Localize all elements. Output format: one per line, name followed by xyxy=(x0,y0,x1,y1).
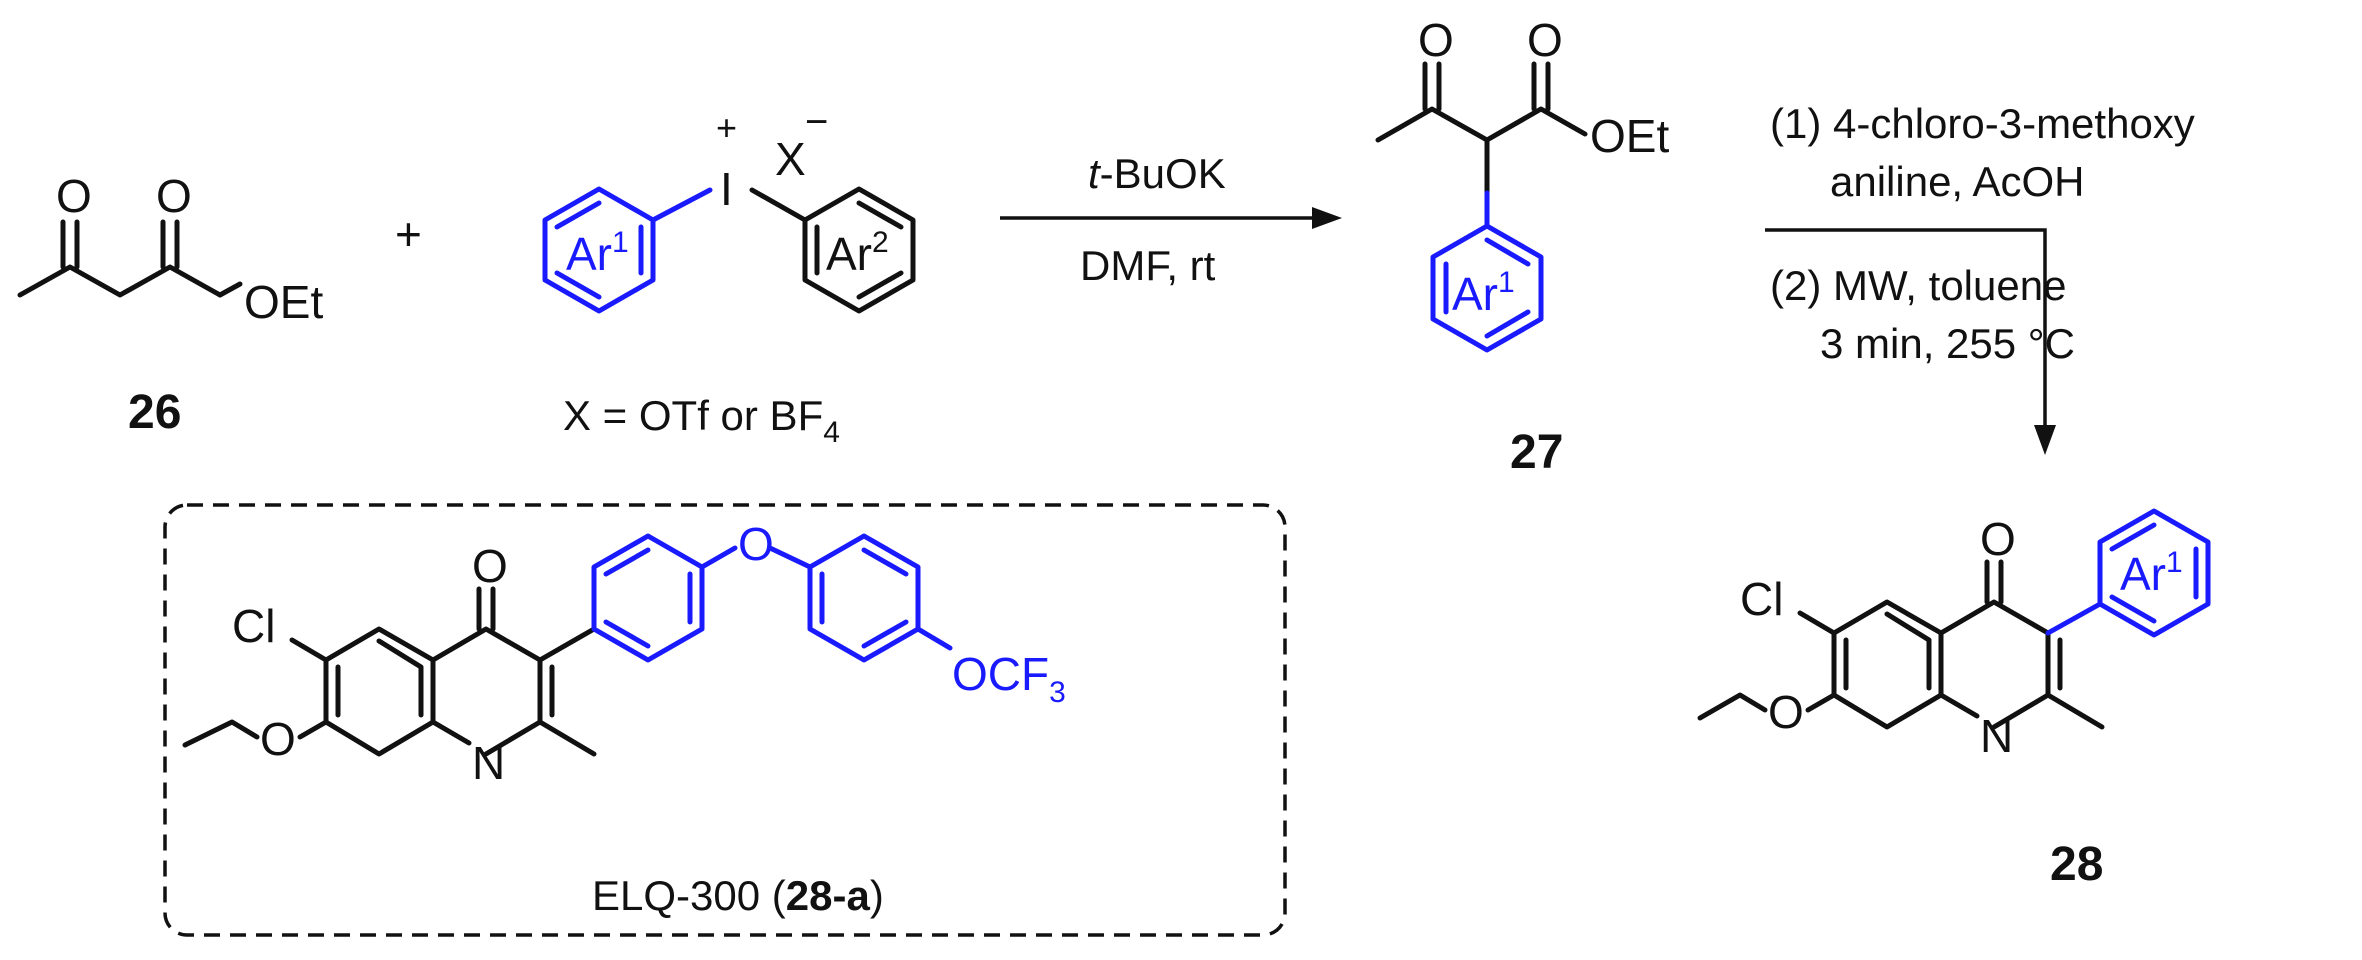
step2-line4: 3 min, 255 °C xyxy=(1820,320,2075,367)
c28-nitrogen: N xyxy=(1980,710,2013,762)
ar2-label: Ar2 xyxy=(826,226,889,280)
step1-reagent-base: t-BuOK xyxy=(1088,150,1226,197)
step2-line3: (2) MW, toluene xyxy=(1770,262,2066,309)
compound-26: O O OEt 26 xyxy=(17,170,323,439)
c27-ketone-oxygen: O xyxy=(1418,14,1454,66)
counterion-charge: − xyxy=(805,100,828,144)
c28-methoxy-oxygen: O xyxy=(1768,686,1804,738)
elq-ether-oxygen: O xyxy=(738,518,774,570)
step1-arrow: t-BuOK DMF, rt xyxy=(1000,150,1342,289)
c27-ester-carbonyl-oxygen: O xyxy=(1527,14,1563,66)
elq-chlorine: Cl xyxy=(232,600,275,652)
ar1-label: Ar1 xyxy=(566,226,629,280)
elq-caption: ELQ-300 (28-a) xyxy=(592,872,884,919)
c27-ar1-label: Ar1 xyxy=(1452,266,1515,320)
elq-carbonyl-oxygen: O xyxy=(472,540,508,592)
iodine-charge: + xyxy=(716,107,737,148)
elq-ocf3: OCF3 xyxy=(952,648,1066,709)
counterion-x: X xyxy=(775,133,806,185)
c26-ethoxy: OEt xyxy=(244,276,323,328)
c26-ketone-oxygen: O xyxy=(56,170,92,222)
plus-sign: + xyxy=(395,208,422,260)
c28-chlorine: Cl xyxy=(1740,573,1783,625)
compound-27: O O OEt Ar1 27 xyxy=(1375,14,1669,479)
diaryliodonium-salt: Ar1 I + X − Ar2 X = OTf or BF4 xyxy=(542,100,916,449)
c26-label: 26 xyxy=(128,386,181,439)
c27-ethoxy: OEt xyxy=(1590,110,1669,162)
elq-nitrogen: N xyxy=(472,737,505,789)
c28-ar1-label: Ar1 xyxy=(2120,546,2183,600)
iodine: I xyxy=(720,163,733,215)
compound-28: O Cl N O Ar1 28 xyxy=(1697,508,2211,891)
c27-label: 27 xyxy=(1510,426,1563,479)
elq300-box: O Cl N O O OCF3 ELQ-300 (28-a) xyxy=(163,503,1287,937)
step1-solvent-conditions: DMF, rt xyxy=(1080,242,1216,289)
c28-label: 28 xyxy=(2050,838,2103,891)
counterion-caption: X = OTf or BF4 xyxy=(563,392,840,449)
step2-line2: aniline, AcOH xyxy=(1830,158,2084,205)
step2-arrow: (1) 4-chloro-3-methoxy aniline, AcOH (2)… xyxy=(1765,100,2195,455)
c28-carbonyl-oxygen: O xyxy=(1980,513,2016,565)
step2-line1: (1) 4-chloro-3-methoxy xyxy=(1770,100,2195,147)
c26-ester-carbonyl-oxygen: O xyxy=(156,170,192,222)
elq-methoxy-oxygen: O xyxy=(260,713,296,765)
